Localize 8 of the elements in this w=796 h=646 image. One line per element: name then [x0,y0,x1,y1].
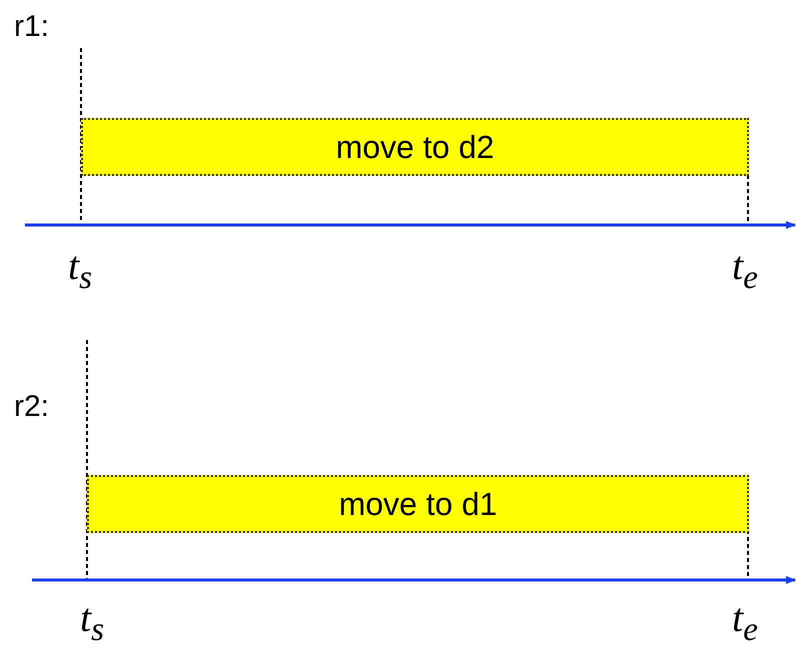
task-bar: move to d2 [81,118,749,176]
task-bar: move to d1 [87,475,749,533]
row-label: r2: [14,392,50,422]
time-label: t$_{e}$ [732,598,758,646]
time-label: t$_{e}$ [732,246,758,294]
time-label: t$_{s}$ [80,598,104,646]
time-label: t$_{s}$ [68,246,92,294]
row-label: r1: [14,12,50,42]
